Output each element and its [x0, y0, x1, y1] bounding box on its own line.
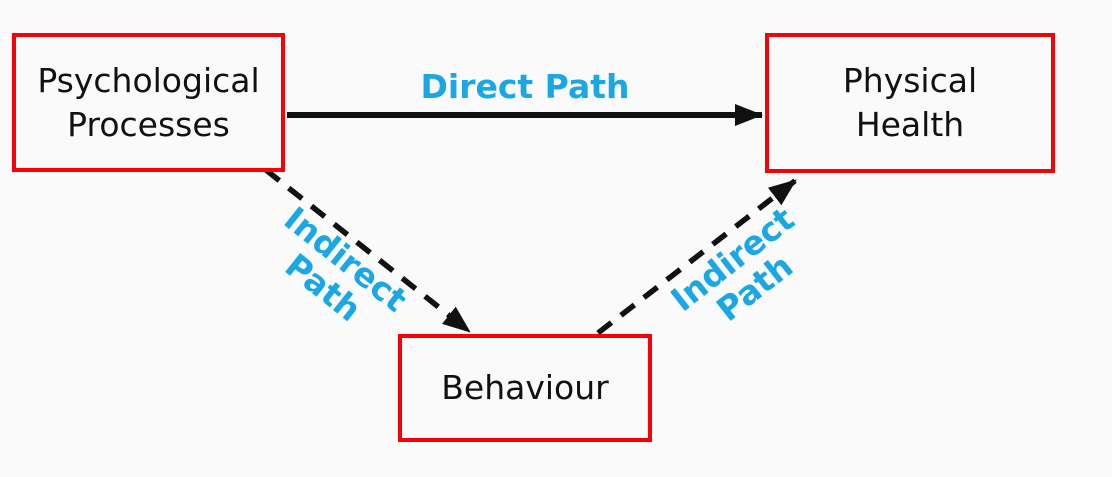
indirect-path-arrow-left — [264, 167, 472, 335]
node-behaviour: Behaviour — [398, 334, 652, 442]
node-psychological-processes-label: Psychological Processes — [37, 60, 260, 144]
direct-path-label: Direct Path — [420, 66, 630, 106]
node-psychological-processes: Psychological Processes — [12, 33, 285, 172]
indirect-path-arrow-right — [596, 177, 798, 336]
node-behaviour-label: Behaviour — [441, 368, 609, 408]
node-physical-health-label: Physical Health — [842, 61, 978, 144]
node-physical-health: Physical Health — [765, 33, 1055, 173]
